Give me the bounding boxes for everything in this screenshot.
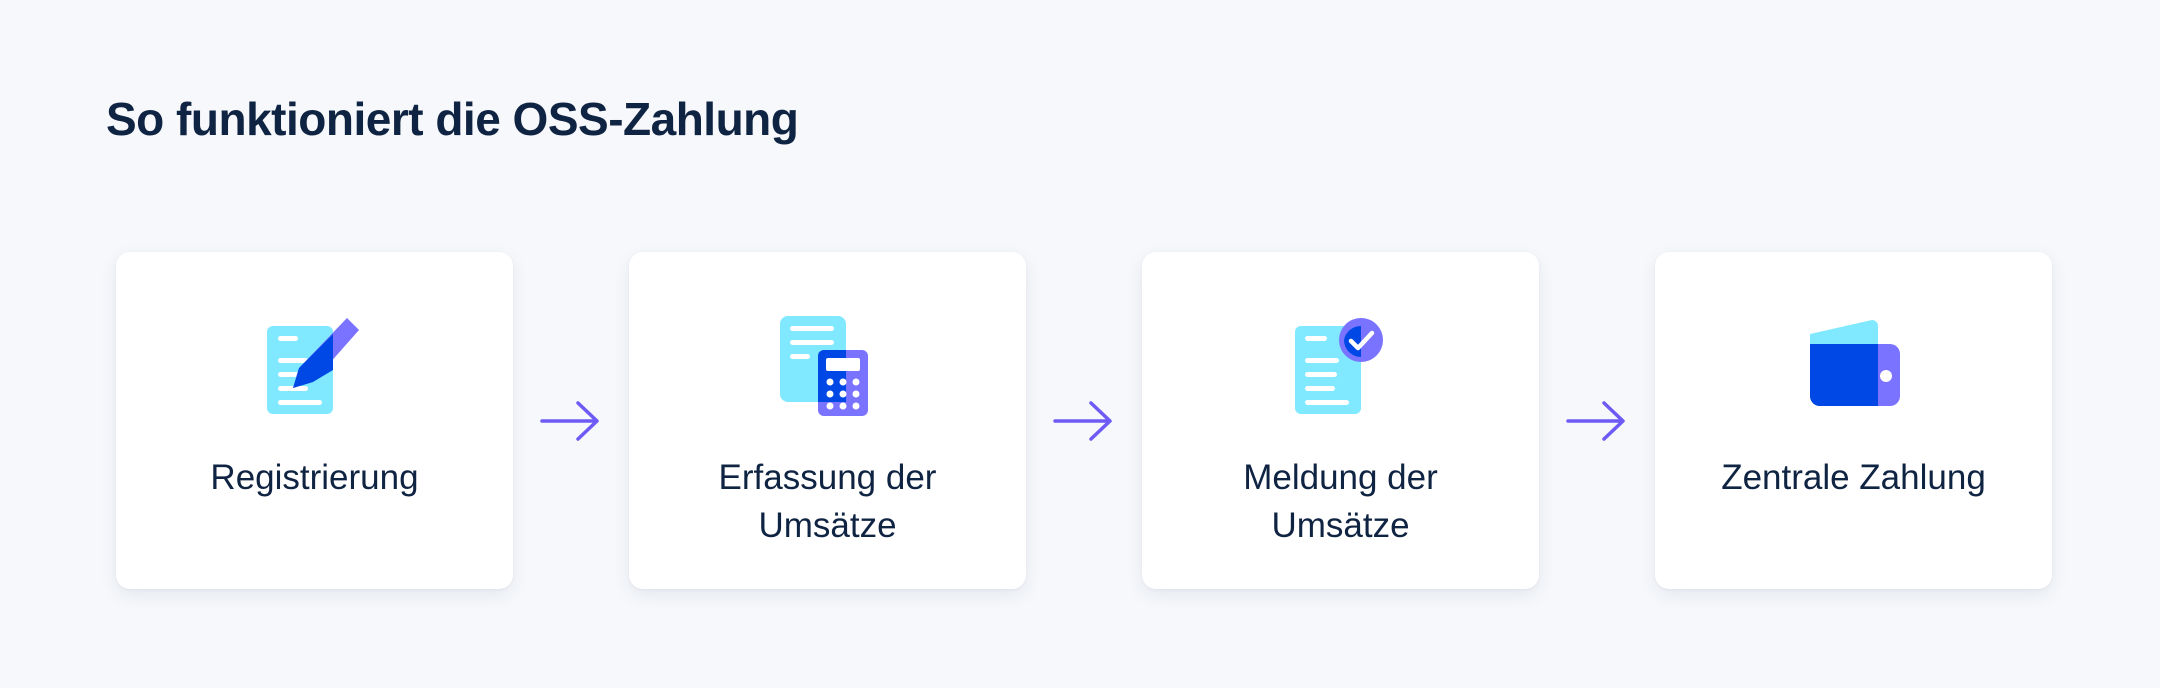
document-pen-icon	[266, 318, 359, 414]
step-label: Erfassung der Umsätze	[718, 458, 937, 545]
wallet-icon	[1809, 320, 1900, 406]
arrow-icon	[1026, 252, 1142, 589]
arrow-icon	[513, 252, 629, 589]
step-card-erfassung: Erfassung der Umsätze	[629, 252, 1026, 589]
step-card-registrierung: Registrierung	[116, 252, 513, 589]
document-calculator-icon	[779, 316, 868, 416]
process-steps: Registrierung Erfassung der Umsätze	[116, 252, 2052, 589]
step-label: Registrierung	[210, 458, 419, 497]
step-card-meldung: Meldung der Umsätze	[1142, 252, 1539, 589]
step-label: Meldung der Umsätze	[1243, 458, 1438, 545]
step-card-zahlung: Zentrale Zahlung	[1655, 252, 2052, 589]
page-title: So funktioniert die OSS-Zahlung	[106, 93, 799, 145]
document-check-icon	[1294, 318, 1383, 414]
arrow-icon	[1539, 252, 1655, 589]
step-label: Zentrale Zahlung	[1721, 458, 1986, 497]
